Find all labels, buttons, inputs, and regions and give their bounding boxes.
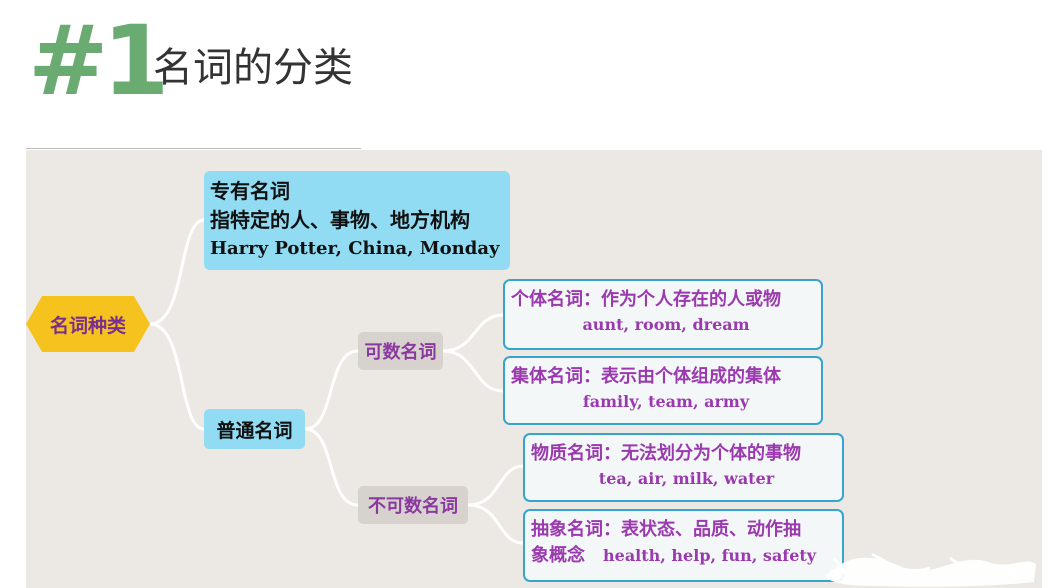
watermark-smudge — [826, 552, 1036, 587]
collective-noun-node: 集体名词：表示由个体组成的集体 family, team, army — [503, 356, 823, 425]
page-title: 名词的分类 — [153, 45, 353, 91]
abstract-noun-title-cont: 象概念 — [531, 545, 585, 566]
material-noun-title: 物质名词：无法划分为个体的事物 — [531, 443, 801, 464]
common-noun-node: 普通名词 — [204, 409, 305, 449]
material-noun-node: 物质名词：无法划分为个体的事物 tea, air, milk, water — [523, 433, 844, 502]
divider — [26, 148, 361, 149]
individual-noun-examples: aunt, room, dream — [582, 315, 750, 334]
proper-noun-examples: Harry Potter, China, Monday — [210, 238, 500, 259]
proper-noun-node: 专有名词 指特定的人、事物、地方机构 Harry Potter, China, … — [204, 171, 510, 270]
abstract-noun-node: 抽象名词：表状态、品质、动作抽 象概念 health, help, fun, sa… — [523, 509, 844, 582]
section-number: #1 — [28, 5, 169, 117]
material-noun-examples: tea, air, milk, water — [598, 469, 775, 488]
abstract-noun-examples: health, help, fun, safety — [603, 546, 817, 565]
root-node: 名词种类 — [26, 296, 150, 352]
mindmap-connectors — [149, 218, 524, 545]
individual-noun-title: 个体名词：作为个人存在的人或物 — [511, 289, 781, 310]
collective-noun-title: 集体名词：表示由个体组成的集体 — [511, 366, 781, 387]
individual-noun-node: 个体名词：作为个人存在的人或物 aunt, room, dream — [503, 279, 823, 350]
proper-noun-title: 专有名词 — [210, 179, 290, 203]
mindmap-image: 名词种类 专有名词 指特定的人、事物、地方机构 Harry Potter, Ch… — [26, 150, 1042, 588]
abstract-noun-line2: 象概念 health, help, fun, safety — [531, 543, 842, 569]
abstract-noun-title: 抽象名词：表状态、品质、动作抽 — [531, 519, 801, 540]
uncountable-node: 不可数名词 — [358, 486, 468, 524]
proper-noun-desc: 指特定的人、事物、地方机构 — [210, 208, 470, 232]
collective-noun-examples: family, team, army — [582, 392, 750, 411]
countable-node: 可数名词 — [358, 332, 443, 370]
